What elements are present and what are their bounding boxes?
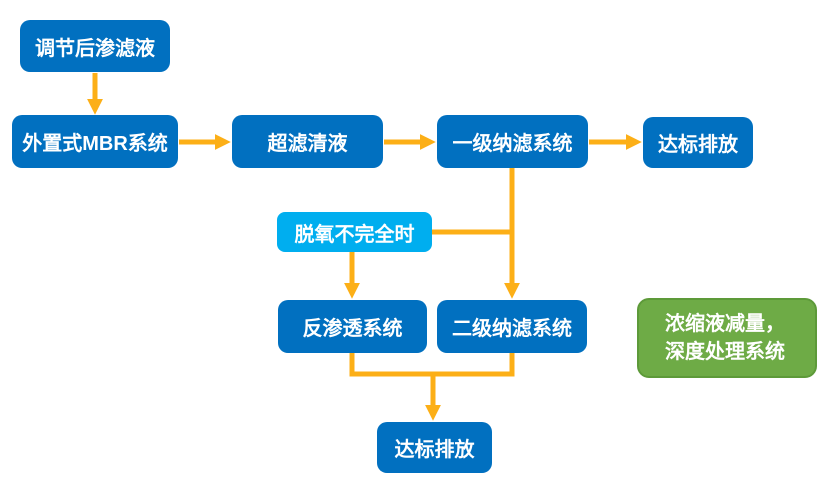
node-discharge-bottom: 达标排放 (377, 422, 492, 473)
node-nf-stage1-system: 一级纳滤系统 (437, 115, 588, 168)
edge-merge-ro-nf2 (349, 353, 515, 377)
node-nf-stage2-system-label: 二级纳滤系统 (452, 318, 572, 340)
node-discharge-top: 达标排放 (643, 117, 753, 168)
node-external-mbr-system-label: 外置式MBR系统 (22, 133, 168, 155)
node-reverse-osmosis-system: 反渗透系统 (278, 300, 427, 353)
node-external-mbr-system: 外置式MBR系统 (12, 115, 178, 168)
node-reverse-osmosis-system-label: 反渗透系统 (302, 318, 403, 340)
node-discharge-top-label: 达标排放 (658, 134, 738, 156)
node-uf-clear-liquid-label: 超滤清液 (267, 133, 348, 155)
node-incomplete-deoxygenation: 脱氧不完全时 (277, 212, 432, 252)
node-concentrate-reduction-line1: 浓缩液减量， (665, 313, 785, 335)
node-uf-clear-liquid: 超滤清液 (232, 115, 383, 168)
node-discharge-bottom-label: 达标排放 (394, 439, 475, 461)
node-nf-stage2-system: 二级纳滤系统 (437, 300, 587, 353)
node-concentrate-reduction-line2: 深度处理系统 (665, 341, 785, 363)
node-adjusted-leachate: 调节后渗滤液 (20, 20, 170, 72)
node-nf-stage1-system-label: 一级纳滤系统 (452, 133, 573, 155)
node-adjusted-leachate-label: 调节后渗滤液 (35, 37, 155, 60)
node-concentrate-reduction-system: 浓缩液减量， 深度处理系统 (637, 298, 817, 378)
node-incomplete-deoxygenation-label: 脱氧不完全时 (294, 223, 415, 246)
